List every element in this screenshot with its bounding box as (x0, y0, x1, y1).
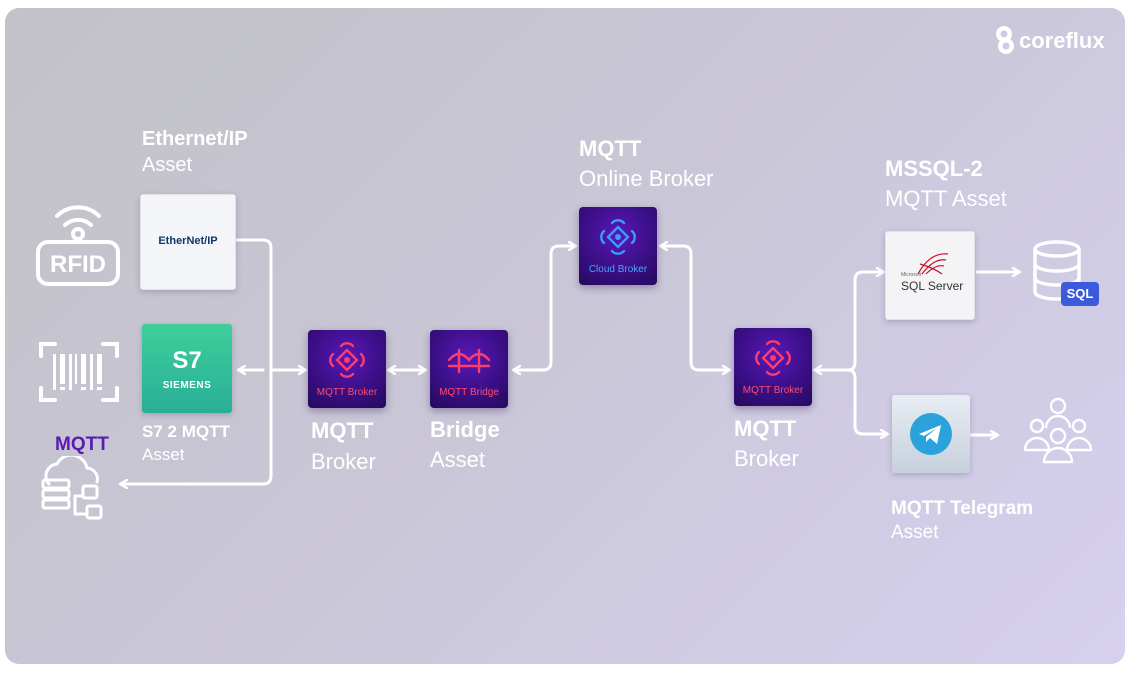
bridge-icon (447, 348, 491, 374)
cloud-database-icon (41, 456, 103, 520)
broker1-subtitle: Broker (311, 449, 376, 474)
online-broker-subtitle: Online Broker (579, 166, 714, 191)
bridge-title: Bridge (430, 417, 500, 442)
cloud-broker-tile-label: Cloud Broker (588, 264, 648, 275)
sql-server-icon (917, 253, 949, 275)
mqtt-broker-tile-2[interactable]: MQTT Broker (734, 328, 812, 406)
connection-lines (5, 238, 1125, 664)
mssql-subtitle: MQTT Asset (885, 186, 1007, 211)
sql-badge-text: SQL (1066, 286, 1094, 301)
ethernetip-logo-text: EtherNet/IP (158, 235, 218, 247)
mqtt-bridge-tile-label: MQTT Bridge (439, 387, 499, 398)
s7-title: S7 2 MQTT (142, 422, 230, 441)
mssql-asset-card[interactable]: Microsoft SQL Server (885, 231, 975, 320)
coreflux-logo: coreflux (992, 22, 1112, 58)
wire-broker2-sql (839, 272, 883, 372)
coreflux-logo-icon (996, 26, 1014, 54)
telegram-asset-card[interactable] (892, 395, 970, 473)
bridge-subtitle: Asset (430, 447, 486, 472)
mqtt-broker-tile-1-label: MQTT Broker (316, 387, 378, 398)
mqtt-cloud-tag: MQTT (55, 434, 109, 455)
ethernetip-subtitle: Asset (142, 154, 193, 176)
sql-server-logo-text: SQL Server (901, 279, 964, 293)
siemens-brand: SIEMENS (162, 380, 212, 391)
telegram-icon (910, 413, 952, 455)
telegram-title: MQTT Telegram (891, 498, 1034, 519)
sql-server-vendor: Microsoft (901, 272, 922, 278)
mssql-title: MSSQL-2 (885, 156, 983, 181)
wire-cloud-broker2 (661, 246, 729, 370)
cloud-broker-tile[interactable]: Cloud Broker (579, 207, 657, 285)
online-broker-title: MQTT (579, 136, 642, 161)
coreflux-logo-text: coreflux (1019, 28, 1105, 53)
wire-bus-to-mqtt-cloud (121, 238, 273, 484)
ethernetip-title: Ethernet/IP (142, 128, 248, 150)
mqtt-broker-tile-2-label: MQTT Broker (742, 385, 804, 396)
sql-badge: SQL (1061, 282, 1099, 306)
mqtt-bridge-tile[interactable]: MQTT Bridge (430, 330, 508, 408)
broker-icon (755, 340, 791, 376)
broker2-subtitle: Broker (734, 446, 799, 471)
wire-bridge-cloud (514, 246, 575, 370)
cloud-broker-icon (600, 219, 636, 255)
wire-broker2-telegram (846, 368, 887, 434)
s7-subtitle: Asset (142, 445, 185, 464)
users-group-icon (1023, 397, 1093, 464)
broker2-title: MQTT (734, 416, 797, 441)
s7-logo-text: S7 (172, 347, 202, 374)
diagram-panel: coreflux RFID (5, 8, 1125, 664)
rfid-label: RFID (50, 251, 106, 278)
rfid-wifi-icon (36, 205, 120, 286)
telegram-subtitle: Asset (891, 522, 939, 543)
broker1-title: MQTT (311, 418, 374, 443)
mqtt-broker-tile-1[interactable]: MQTT Broker (308, 330, 386, 408)
barcode-scanner-icon (39, 342, 119, 402)
s7-asset-card[interactable]: S7 SIEMENS (142, 324, 232, 413)
ethernetip-asset-card[interactable]: EtherNet/IP (140, 194, 236, 290)
rfid-device: RFID (35, 198, 121, 288)
broker-icon (329, 342, 365, 378)
